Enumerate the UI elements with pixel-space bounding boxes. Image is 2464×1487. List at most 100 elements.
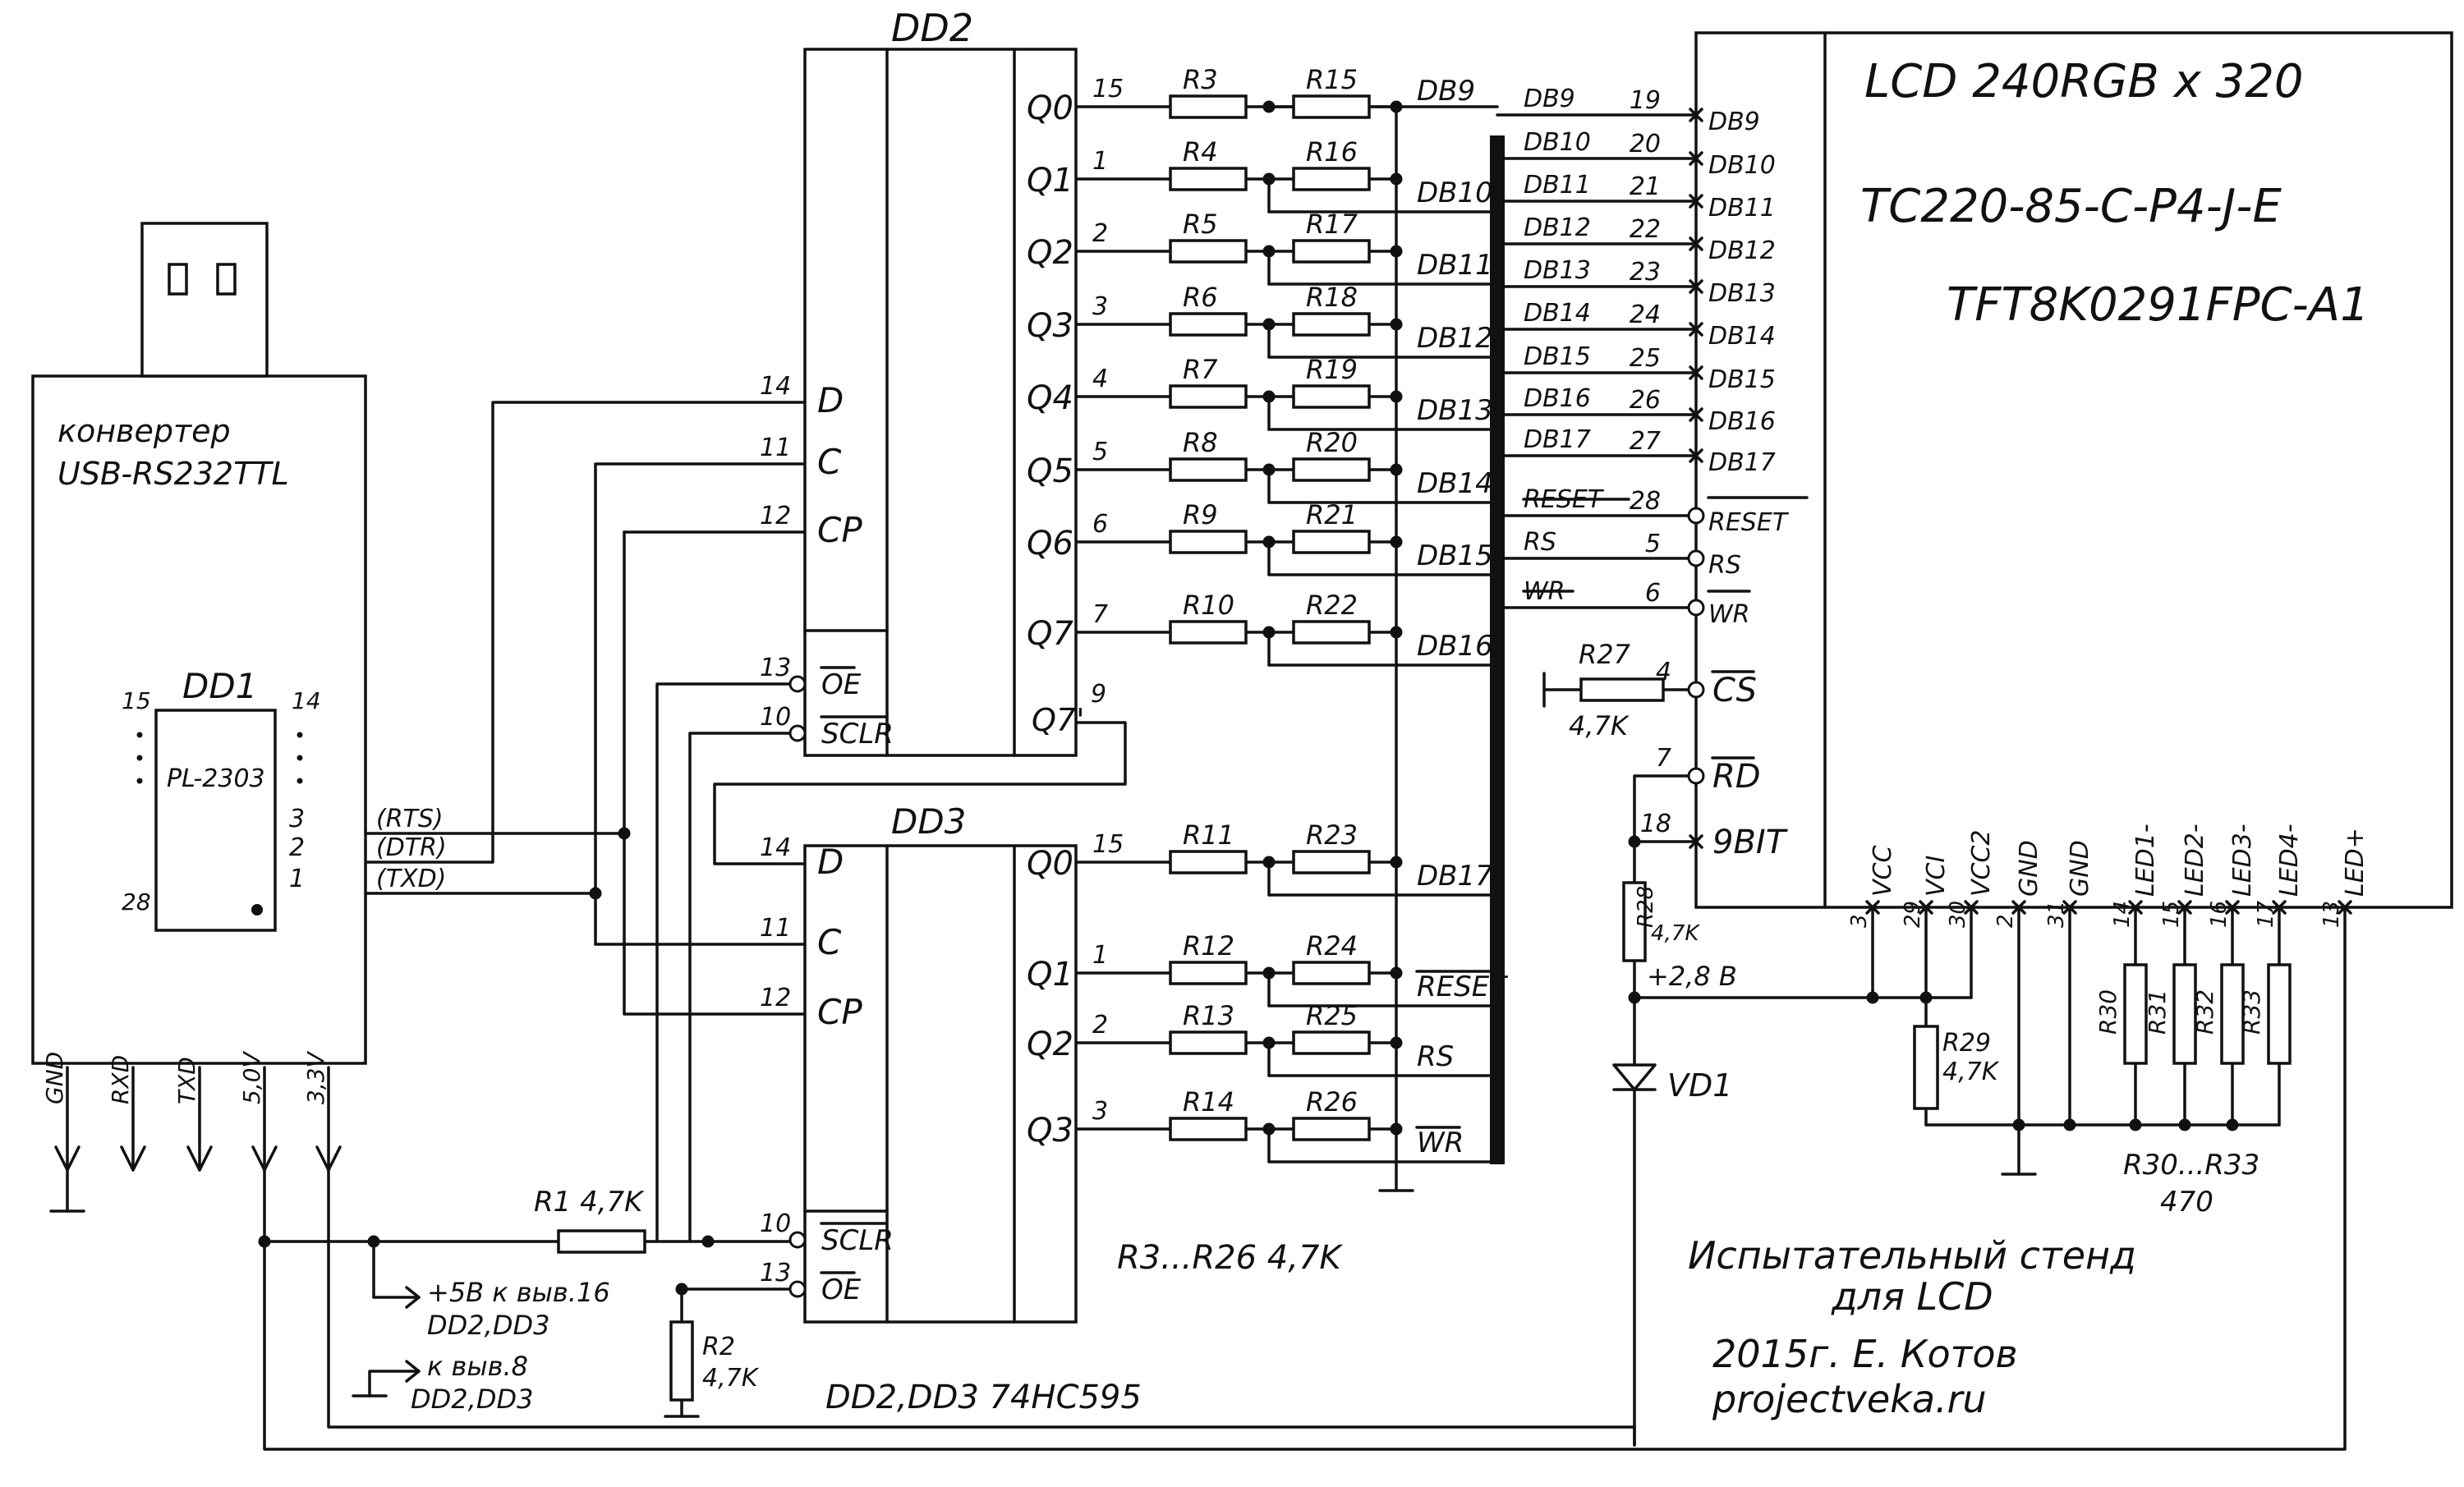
lcd-pin-label: LED1- [2131, 824, 2160, 897]
dd3-inverted-pin [788, 1231, 807, 1249]
pin-cross-stroke [1689, 194, 1703, 209]
dd1-pin1-key [251, 904, 263, 916]
net-label: RS [1417, 1040, 1454, 1073]
r2-value: 4,7K [702, 1364, 760, 1393]
chip-type-note: DD2,DD3 74HC595 [825, 1379, 1142, 1416]
dd2-pin-number: 11 [760, 434, 791, 462]
dd2-output-label: Q4 [1027, 379, 1073, 417]
lcd-pin-number: 28 [1630, 487, 1661, 516]
resistor-R15 [1292, 94, 1371, 119]
bus-net-label: DB14 [1524, 299, 1591, 328]
resistor-label: R6 [1183, 282, 1218, 313]
converter-pin-label: 3,3V [302, 1050, 329, 1104]
dd2-output-label: Q5 [1027, 452, 1073, 490]
lcd-pin-number: 18 [1640, 810, 1671, 838]
resistor-R28 [1622, 881, 1647, 962]
dd1-body [154, 709, 277, 932]
vd1-label: VD1 [1667, 1067, 1732, 1104]
dd3-pin-number: 1 [1092, 941, 1108, 970]
dd2-output-label: Q1 [1027, 162, 1073, 200]
stand-subtitle: для LCD [1831, 1274, 1993, 1319]
lcd-pin-ring [1687, 681, 1705, 699]
led-resistor-label: R32 [2191, 989, 2218, 1035]
dd1-signal-label: (DTR) [376, 833, 447, 862]
lcd-pin-label: VCI [1922, 856, 1951, 897]
dd3-body [803, 844, 1078, 1324]
resistor-label: R3 [1183, 64, 1218, 95]
converter-model: USB-RS232TTL [57, 456, 289, 492]
dd3-pin-label: D [817, 842, 844, 882]
lcd-pin-label: DB16 [1708, 407, 1776, 436]
net-label: DB13 [1417, 394, 1493, 427]
pin-cross-stroke [1689, 448, 1703, 463]
lcd-pin-label: RESET [1708, 508, 1790, 537]
pin-cross-stroke [1689, 407, 1703, 422]
lcd-pin-label: DB10 [1708, 151, 1776, 180]
resistor-label: R20 [1306, 427, 1358, 458]
pin-cross [1689, 322, 1703, 337]
v28-label: +2,8 В [1647, 961, 1737, 992]
lcd-pin-number: 24 [1630, 301, 1661, 329]
stand-title: Испытательный стенд [1688, 1233, 2136, 1278]
supply-33-loop [327, 1168, 1636, 1447]
dd2-oe-wire [655, 682, 792, 1243]
dd2-inverted-pin [788, 724, 807, 742]
lcd-pin-label: WR [1708, 600, 1750, 629]
vd1-symbol [1612, 1063, 1657, 1091]
dd3-pin-number: 15 [1092, 830, 1124, 859]
dd2-pin-label: C [817, 442, 842, 482]
lcd-pin-ring [1687, 767, 1705, 785]
usb-plug-slot [216, 263, 237, 296]
resistor-R10 [1169, 620, 1248, 645]
bus-net-label: DB15 [1524, 342, 1591, 371]
lcd-pin-number: 20 [1630, 130, 1661, 158]
dd3-output-label: Q3 [1027, 1112, 1073, 1150]
pin-cross [2062, 900, 2077, 915]
junction-dot [2063, 1118, 2076, 1131]
lcd-pin-number: 21 [1630, 172, 1661, 201]
dd3-pin-number: 13 [760, 1259, 791, 1287]
usb-plug [140, 222, 269, 378]
lcd-pin-label: VCC2 [1967, 829, 1996, 897]
resistor-R22 [1292, 620, 1371, 645]
resistor-R17 [1292, 239, 1371, 264]
pin-cross-stroke [1919, 900, 1933, 915]
resistor-label: R14 [1183, 1086, 1234, 1118]
resistor-label: R25 [1306, 1000, 1358, 1031]
pin-cross-stroke [2338, 900, 2352, 915]
resistor-R12 [1169, 961, 1248, 985]
lcd-pin-number: 7 [1656, 744, 1671, 773]
net-label: DB10 [1417, 177, 1493, 209]
led-resistor-label: R31 [2144, 989, 2171, 1035]
lcd-pin-label: DB14 [1708, 322, 1776, 351]
dd1-ellipsis-dot [136, 778, 143, 784]
dd3-output-label: Q2 [1027, 1026, 1073, 1063]
dd2-pin-number: 1 [1092, 147, 1108, 176]
resistor-R29 [1913, 1025, 1939, 1110]
resistor-label: R18 [1306, 282, 1358, 313]
dd2-pin-number: 9 [1091, 680, 1106, 709]
pin-cross [1689, 365, 1703, 380]
pin-cross-stroke [2177, 900, 2192, 915]
resistor-R2 [669, 1320, 694, 1402]
pin-cross-stroke [1964, 900, 1979, 915]
lcd-pin-label: GND [2015, 840, 2043, 897]
resistor-label: R23 [1306, 819, 1358, 851]
resistor-label: R15 [1306, 64, 1358, 95]
dd3-pin-label: CP [817, 992, 862, 1032]
dd3-inverted-pin [788, 1280, 807, 1298]
converter-pin-label: 5,0V [238, 1050, 265, 1104]
dd2-pin-number: 4 [1092, 365, 1108, 393]
resistor-R4 [1169, 167, 1248, 191]
resistor-R20 [1292, 457, 1371, 482]
resistor-label: R22 [1306, 590, 1358, 621]
dd1-pin-number: 14 [292, 687, 321, 714]
lcd-pin-number: 14 [2110, 901, 2135, 928]
dd2-pin-number: 7 [1092, 600, 1108, 629]
dd1-signal-label: (RTS) [376, 805, 444, 833]
resistor-R5 [1169, 239, 1248, 264]
dd2-q7s-label: Q7' [1032, 702, 1085, 738]
r27-label: R27 [1579, 639, 1631, 670]
net-label: DB12 [1417, 322, 1493, 355]
lcd-pin-label: LED2- [2181, 824, 2209, 897]
